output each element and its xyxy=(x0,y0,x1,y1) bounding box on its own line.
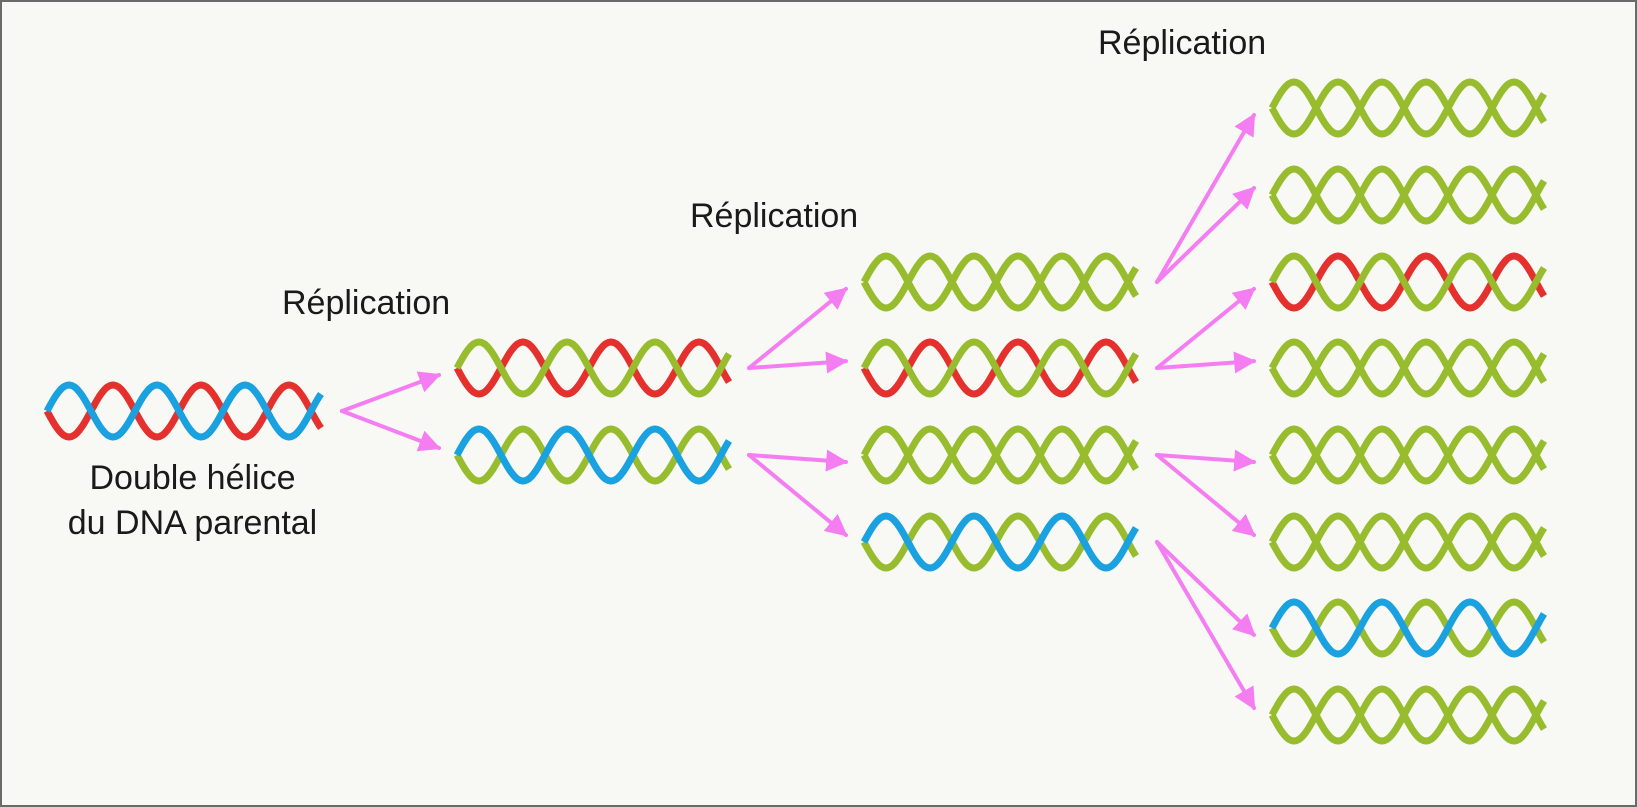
dna-helix-gen0-1 xyxy=(43,381,324,441)
dna-helix-gen1-1 xyxy=(453,338,732,398)
replication-arrow-3-2 xyxy=(1155,186,1256,284)
dna-strand-green xyxy=(1268,425,1547,485)
dna-helix-gen3-5 xyxy=(1268,425,1547,485)
dna-helix-gen3-6 xyxy=(1268,512,1547,572)
dna-helix-gen3-1 xyxy=(1268,78,1547,138)
helix-layer xyxy=(43,78,1547,745)
replication-arrow-2-4 xyxy=(747,453,848,538)
dna-helix-gen3-8 xyxy=(1268,685,1547,745)
replication-arrow-1-2 xyxy=(340,409,442,452)
dna-strand-blue xyxy=(860,512,1139,572)
replication-arrow-2-3 xyxy=(747,449,849,472)
dna-strand-green xyxy=(1268,165,1547,225)
replication-label-1: Réplication xyxy=(282,284,451,322)
replication-arrow-3-5 xyxy=(1155,449,1257,472)
parent-dna-caption: Double hélice du DNA parental xyxy=(20,456,365,546)
dna-helix-gen3-2 xyxy=(1268,165,1547,225)
replication-arrow-2-2 xyxy=(747,351,849,374)
dna-helix-gen3-3 xyxy=(1268,252,1547,312)
dna-strand-green xyxy=(860,425,1139,485)
dna-strand-green xyxy=(1268,685,1547,745)
dna-strand-green xyxy=(1268,252,1547,312)
arrow-layer xyxy=(340,112,1257,711)
dna-strand-green xyxy=(860,338,1139,398)
replication-label-2: Réplication xyxy=(690,197,859,235)
dna-helix-gen2-3 xyxy=(860,425,1139,485)
replication-arrow-3-7 xyxy=(1155,540,1256,637)
dna-helix-gen2-4 xyxy=(860,512,1139,572)
dna-strand-blue xyxy=(453,425,732,485)
dna-strand-blue xyxy=(43,381,324,441)
dna-strand-green xyxy=(453,338,732,398)
dna-strand-blue xyxy=(1268,598,1547,658)
replication-arrow-3-8 xyxy=(1155,540,1256,711)
dna-strand-green xyxy=(1268,512,1547,572)
parent-caption-line-1: Double hélice xyxy=(89,459,296,497)
replication-arrow-3-3 xyxy=(1155,286,1256,370)
dna-helix-gen3-7 xyxy=(1268,598,1547,658)
replication-arrow-3-6 xyxy=(1155,453,1256,538)
dna-strand-green xyxy=(1268,78,1547,138)
replication-arrow-3-4 xyxy=(1155,351,1257,374)
dna-helix-gen2-2 xyxy=(860,338,1139,398)
dna-helix-gen1-2 xyxy=(453,425,732,485)
parent-caption-line-2: du DNA parental xyxy=(67,503,318,542)
dna-helix-gen3-4 xyxy=(1268,338,1547,398)
replication-arrow-3-1 xyxy=(1155,112,1256,284)
replication-label-3: Réplication xyxy=(1098,24,1267,62)
dna-helix-gen2-1 xyxy=(860,252,1139,312)
replication-arrow-1-1 xyxy=(340,371,442,413)
replication-arrow-2-1 xyxy=(747,286,848,370)
dna-strand-green xyxy=(860,252,1139,312)
dna-strand-green xyxy=(1268,338,1547,398)
